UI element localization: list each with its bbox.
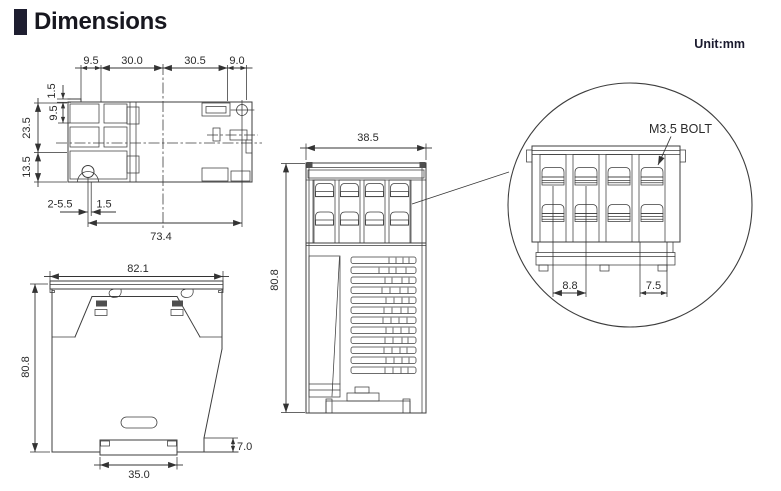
top-view-body (67, 98, 253, 183)
mounting-hole (81, 165, 95, 178)
dim-label-1-5-bottom: 1.5 (96, 199, 111, 211)
front-view-body (305, 162, 427, 414)
dim-label-2-5-5: 2-5.5 (47, 199, 72, 211)
side-view-rail (99, 439, 178, 456)
front-view-vent-slots (350, 256, 417, 374)
top-view-center-lines (56, 64, 262, 228)
top-view-top-dimensions: 9.5 30.0 30.5 9.0 (75, 55, 253, 102)
din-claw-left (108, 288, 122, 298)
top-view-left-dimensions: 23.5 13.5 1.5 9.5 (21, 83, 71, 187)
dim-label-80-8-side: 80.8 (20, 356, 32, 377)
detail-housing (526, 145, 686, 243)
dim-label-9-5-top: 9.5 (83, 55, 98, 67)
title-accent-bar (14, 9, 27, 35)
side-slot (120, 416, 158, 429)
dim-label-8-8: 8.8 (562, 280, 577, 292)
dim-label-9-0: 9.0 (229, 55, 244, 67)
din-claw-right (180, 288, 194, 298)
dim-label-30-0: 30.0 (121, 55, 142, 67)
dim-label-73-4: 73.4 (150, 231, 171, 243)
bolt-callout: M3.5 BOLT (649, 122, 712, 166)
front-view-terminals (313, 179, 411, 244)
dim-label-35-0: 35.0 (128, 469, 149, 481)
front-view-base (325, 386, 411, 414)
dim-label-38-5: 38.5 (357, 132, 378, 144)
dim-label-7-0: 7.0 (237, 441, 252, 453)
side-view-dimensions: 82.1 80.8 7.0 35.0 (20, 263, 252, 481)
dim-label-13-5: 13.5 (21, 156, 33, 177)
top-view: 9.5 30.0 30.5 9.0 23.5 13.5 (21, 55, 262, 243)
front-view-dimensions: 38.5 80.8 (269, 132, 432, 413)
dim-label-30-5: 30.5 (184, 55, 205, 67)
top-view-bottom-dimensions: 2-5.5 1.5 73.4 (47, 100, 243, 243)
side-view-body (49, 280, 239, 453)
dim-label-9-5-left: 9.5 (48, 105, 60, 120)
detail-terminals (541, 167, 664, 222)
detail-base (535, 241, 676, 272)
dim-label-23-5: 23.5 (21, 117, 33, 138)
bolt-label: M3.5 BOLT (649, 122, 712, 136)
dim-label-7-5: 7.5 (646, 280, 661, 292)
page-title: Dimensions (34, 8, 168, 35)
detail-circle (507, 82, 753, 328)
detail-view: 8.8 7.5 M3.5 BOLT (507, 82, 753, 328)
front-view: 38.5 80.8 (269, 132, 510, 414)
side-view: 82.1 80.8 7.0 35.0 (20, 263, 252, 481)
front-view-left-panel (308, 255, 341, 398)
detail-leader-line (411, 171, 510, 205)
unit-label: Unit:mm (694, 37, 745, 51)
dim-label-82-1: 82.1 (127, 263, 148, 275)
dim-label-1-5-left: 1.5 (46, 83, 58, 98)
detail-dimensions: 8.8 7.5 (552, 186, 668, 297)
dim-label-80-8-front: 80.8 (269, 269, 281, 290)
page-header: Dimensions (14, 8, 167, 36)
bolt-leader-line (657, 136, 672, 166)
